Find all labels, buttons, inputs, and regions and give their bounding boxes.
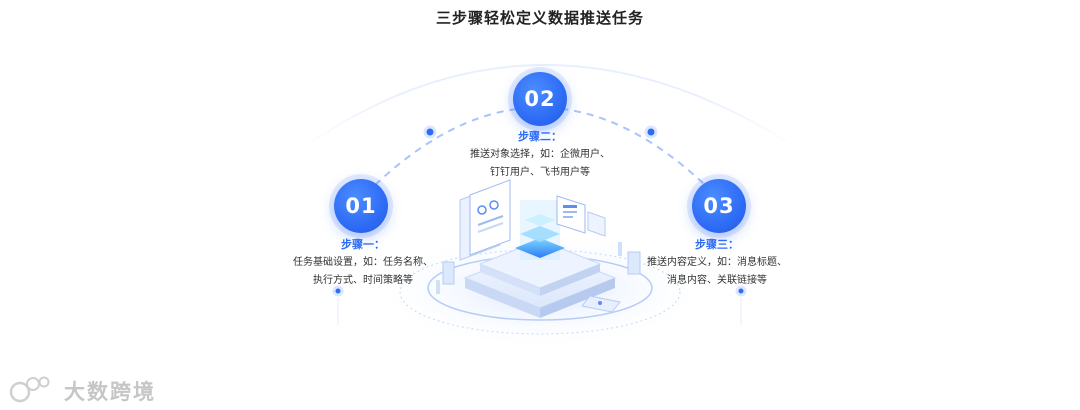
platform-illustration <box>463 200 617 318</box>
message-panel-illustration <box>556 195 606 237</box>
dashboard-panel-illustration <box>459 179 511 261</box>
step-2-circle: 02 <box>513 72 567 126</box>
step-2-title: 步骤二： <box>518 130 562 143</box>
step-3-text: 步骤三： 推送内容定义，如：消息标题、 消息内容、关联链接等 <box>622 236 812 290</box>
watermark-logo-icon <box>9 376 50 403</box>
step-2-text: 步骤二： 推送对象选择，如：企微用户、 钉钉用户、飞书用户等 <box>445 128 635 182</box>
page-title: 三步骤轻松定义数据推送任务 <box>435 9 644 27</box>
right-tower-illustration <box>618 242 641 275</box>
step-2-desc-line1: 推送对象选择，如：企微用户、 <box>470 149 610 160</box>
watermark: 大数跨境 <box>10 376 156 406</box>
step-1-desc-line1: 任务基础设置，如：任务名称、 <box>293 257 433 268</box>
step-1-circle: 01 <box>334 179 388 233</box>
step-3-desc-line2: 消息内容、关联链接等 <box>667 275 767 286</box>
arc-dot-left <box>423 125 437 139</box>
side-dot-left <box>332 285 344 297</box>
outer-arc <box>299 64 801 151</box>
step-1-title: 步骤一： <box>341 238 385 251</box>
card-illustration <box>581 295 621 313</box>
side-dot-right <box>735 285 747 297</box>
watermark-text: 大数跨境 <box>64 380 156 404</box>
step-3-title: 步骤三： <box>695 238 739 251</box>
step-2-desc-line2: 钉钉用户、飞书用户等 <box>490 167 590 178</box>
left-tower-illustration <box>436 261 455 294</box>
step-3-circle: 03 <box>692 179 746 233</box>
step-1-text: 步骤一： 任务基础设置，如：任务名称、 执行方式、时间策略等 <box>268 236 458 290</box>
arc-dot-right <box>644 125 658 139</box>
step-3-desc-line1: 推送内容定义，如：消息标题、 <box>647 257 787 268</box>
step-1-desc-line2: 执行方式、时间策略等 <box>313 275 413 286</box>
